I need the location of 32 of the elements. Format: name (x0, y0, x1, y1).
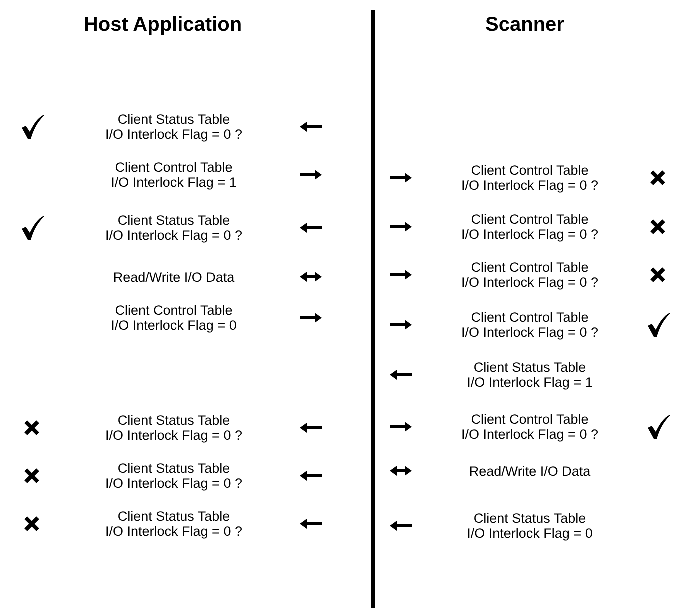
message-text: I/O Interlock Flag = 0 ? (106, 127, 242, 142)
message-text: Client Status Table (116, 509, 232, 524)
message-text: Client Control Table (470, 310, 590, 325)
message-text: I/O Interlock Flag = 0 (467, 526, 593, 541)
message-text: I/O Interlock Flag = 0 ? (106, 228, 242, 243)
message-text: Client Status Table (116, 112, 232, 127)
message-text: Client Control Table (114, 160, 234, 175)
message-text: Client Status Table (472, 360, 588, 375)
message-text: I/O Interlock Flag = 0 (111, 318, 237, 333)
message-text: Client Control Table (470, 212, 590, 227)
message-text: I/O Interlock Flag = 0 ? (106, 428, 242, 443)
message-text: I/O Interlock Flag = 1 (467, 375, 593, 390)
message-text: Client Control Table (470, 412, 590, 427)
message-text: I/O Interlock Flag = 0 ? (462, 325, 598, 340)
message-text: I/O Interlock Flag = 0 ? (462, 227, 598, 242)
column-heading: Host Application (84, 14, 242, 37)
message-text: I/O Interlock Flag = 0 ? (462, 275, 598, 290)
message-text: Client Status Table (116, 413, 232, 428)
message-text: Client Control Table (470, 260, 590, 275)
message-text: Read/Write I/O Data (113, 270, 235, 285)
message-text: Client Status Table (116, 213, 232, 228)
column-heading: Scanner (486, 14, 564, 37)
message-text: I/O Interlock Flag = 0 ? (106, 524, 242, 539)
message-text: I/O Interlock Flag = 0 ? (106, 476, 242, 491)
message-text: Read/Write I/O Data (469, 464, 591, 479)
message-text: Client Status Table (116, 461, 232, 476)
message-text: Client Status Table (472, 511, 588, 526)
message-text: Client Control Table (470, 163, 590, 178)
message-text: I/O Interlock Flag = 0 ? (462, 427, 598, 442)
message-text: I/O Interlock Flag = 1 (111, 175, 237, 190)
message-text: I/O Interlock Flag = 0 ? (462, 178, 598, 193)
message-text: Client Control Table (114, 303, 234, 318)
